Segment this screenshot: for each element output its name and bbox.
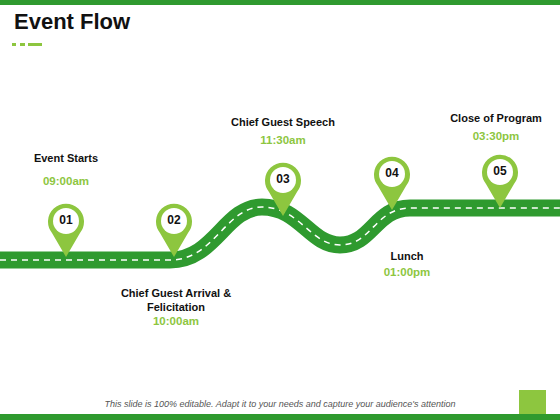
pin-body	[265, 163, 301, 216]
map-pin: 02	[154, 201, 194, 259]
step-number: 03	[263, 172, 303, 186]
map-pin: 01	[46, 201, 86, 259]
event-time: 09:00am	[6, 174, 126, 188]
pin-shape	[46, 201, 86, 259]
event-time: 11:30am	[223, 133, 343, 147]
event-name: Chief Guest Speech	[213, 115, 353, 129]
pin-body	[374, 157, 410, 210]
step-number: 02	[154, 213, 194, 227]
step-number: 04	[372, 166, 412, 180]
pin-body	[156, 204, 192, 257]
road	[0, 207, 560, 260]
event-time: 10:00am	[116, 314, 236, 328]
event-name: Chief Guest Arrival & Felicitation	[106, 286, 246, 314]
pin-body	[482, 155, 518, 208]
slide-title: Event Flow	[14, 9, 130, 35]
footer-note: This slide is 100% editable. Adapt it to…	[40, 397, 520, 411]
bottom-bar	[0, 414, 560, 420]
map-pin: 03	[263, 160, 303, 218]
event-name: Close of Program	[431, 111, 560, 125]
pin-shape	[480, 152, 520, 210]
event-name: Event Starts	[6, 151, 126, 165]
title-dash	[28, 43, 42, 46]
title-dash	[12, 43, 16, 46]
event-time: 01:00pm	[357, 265, 457, 279]
pin-shape	[154, 201, 194, 259]
map-pin: 04	[372, 154, 412, 212]
event-time: 03:30pm	[436, 129, 556, 143]
pin-shape	[263, 160, 303, 218]
pin-body	[48, 204, 84, 257]
road-centre-line	[0, 207, 560, 260]
step-number: 05	[480, 164, 520, 178]
title-dash	[20, 43, 25, 46]
top-bar	[0, 0, 560, 5]
corner-square	[519, 390, 546, 415]
step-number: 01	[46, 213, 86, 227]
event-name: Lunch	[357, 249, 457, 263]
pin-shape	[372, 154, 412, 212]
map-pin: 05	[480, 152, 520, 210]
